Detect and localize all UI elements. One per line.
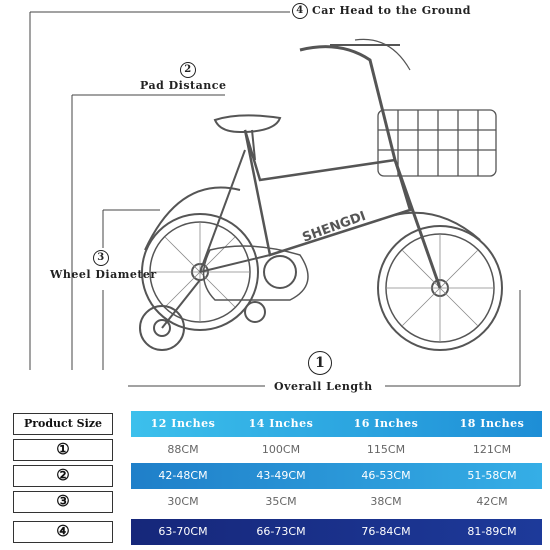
table-cell: 46-53CM xyxy=(361,469,411,482)
rear-wheel xyxy=(141,213,259,331)
row-number: ③ xyxy=(13,491,113,513)
row-number: ① xyxy=(13,439,113,461)
table-cell: 66-73CM xyxy=(256,525,306,538)
row-number: ② xyxy=(13,465,113,487)
table-cell: 115CM xyxy=(366,443,406,456)
bike-seat xyxy=(213,114,282,134)
blue-band xyxy=(131,463,542,489)
size-14-header: 14 Inches xyxy=(248,417,314,430)
size-table: Product Size 12 Inches 14 Inches 16 Inch… xyxy=(0,408,550,550)
pad-distance-label: 2 Pad Distance xyxy=(140,62,226,92)
bicycle-sketch: SHENGDI xyxy=(139,38,503,351)
table-cell: 100CM xyxy=(261,443,301,456)
label-text: Car Head to the Ground xyxy=(312,4,471,17)
size-12-header: 12 Inches xyxy=(150,417,216,430)
table-cell: 76-84CM xyxy=(361,525,411,538)
handlebar xyxy=(299,45,397,161)
product-size-header: Product Size xyxy=(13,413,113,435)
table-cell: 88CM xyxy=(167,443,199,456)
label-number: 4 xyxy=(292,3,308,19)
table-cell: 35CM xyxy=(265,495,297,508)
table-row: ① 88CM 100CM 115CM 121CM xyxy=(0,437,550,463)
table-cell: 81-89CM xyxy=(467,525,517,538)
label-number: 3 xyxy=(93,250,109,266)
table-row: ④ 63-70CM 66-73CM 76-84CM 81-89CM xyxy=(0,519,550,545)
label-text: Wheel Diameter xyxy=(50,268,157,281)
row-number: ④ xyxy=(13,521,113,543)
navy-band xyxy=(131,519,542,545)
front-wheel xyxy=(377,225,503,351)
label-number: 2 xyxy=(180,62,196,78)
header-band xyxy=(131,411,542,437)
table-cell: 63-70CM xyxy=(158,525,208,538)
table-cell: 30CM xyxy=(167,495,199,508)
size-18-header: 18 Inches xyxy=(459,417,525,430)
table-cell: 121CM xyxy=(472,443,512,456)
table-row: ② 42-48CM 43-49CM 46-53CM 51-58CM xyxy=(0,463,550,489)
basket xyxy=(377,109,497,177)
table-cell: 43-49CM xyxy=(256,469,306,482)
table-cell: 42CM xyxy=(476,495,508,508)
size-16-header: 16 Inches xyxy=(353,417,419,430)
table-header-row: Product Size 12 Inches 14 Inches 16 Inch… xyxy=(0,411,550,437)
table-row: ③ 30CM 35CM 38CM 42CM xyxy=(0,489,550,515)
wheel-diameter-label: 3 Wheel Diameter xyxy=(50,250,157,281)
table-cell: 51-58CM xyxy=(467,469,517,482)
overall-length-number: 1 xyxy=(308,351,332,375)
car-head-label: 4 Car Head to the Ground xyxy=(292,3,471,19)
label-text: Pad Distance xyxy=(140,79,227,92)
table-cell: 42-48CM xyxy=(158,469,208,482)
training-wheel xyxy=(139,305,185,351)
overall-length-label: Overall Length xyxy=(274,380,373,393)
table-cell: 38CM xyxy=(370,495,402,508)
